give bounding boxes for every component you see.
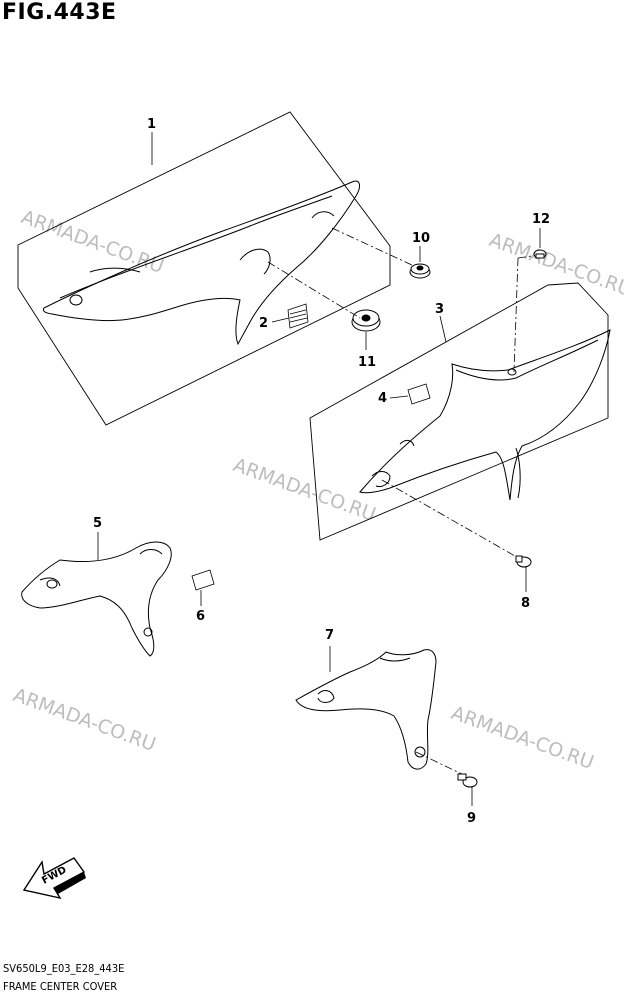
callout-2: 2 [259, 316, 268, 331]
label-part-2 [287, 303, 309, 329]
frame-cover-left [42, 180, 360, 346]
assembly-lines [267, 227, 533, 777]
callout-7: 7 [325, 628, 334, 643]
fwd-arrow-icon: FWD [22, 857, 86, 900]
inner-cover-part-7 [295, 649, 437, 770]
label-part-4 [407, 383, 431, 405]
watermark: ARMADA-CO.RU [230, 454, 378, 526]
callouts: 1 2 3 4 5 6 7 8 9 10 11 12 [93, 117, 550, 826]
bolt-part-12 [533, 249, 547, 259]
grommet-part-10 [409, 263, 431, 279]
assembly-box-3 [309, 282, 609, 541]
watermark: ARMADA-CO.RU [486, 229, 624, 301]
frame-cover-right [359, 329, 611, 501]
callout-6: 6 [196, 609, 205, 624]
callout-3: 3 [435, 302, 444, 317]
figure-title: FIG.443E [2, 0, 117, 25]
inner-cover-part-5 [21, 541, 172, 657]
pad-part-6 [191, 569, 215, 591]
callout-8: 8 [521, 596, 530, 611]
grommet-part-11 [351, 309, 381, 332]
callout-5: 5 [93, 516, 102, 531]
watermark: ARMADA-CO.RU [10, 684, 158, 756]
callout-10: 10 [412, 231, 430, 246]
model-code: SV650L9_E03_E28_443E [3, 962, 125, 975]
assembly-box-1 [17, 111, 391, 426]
callout-4: 4 [378, 391, 387, 406]
callout-9: 9 [467, 811, 476, 826]
figure-caption: FRAME CENTER COVER [3, 980, 118, 993]
screw-part-9 [457, 773, 478, 788]
watermark: ARMADA-CO.RU [448, 702, 596, 774]
watermark: ARMADA-CO.RU [18, 206, 166, 278]
callout-1: 1 [147, 117, 156, 132]
callout-11: 11 [358, 355, 376, 370]
screw-part-8 [515, 555, 532, 568]
callout-12: 12 [532, 212, 550, 227]
leader-lines [151, 132, 447, 343]
